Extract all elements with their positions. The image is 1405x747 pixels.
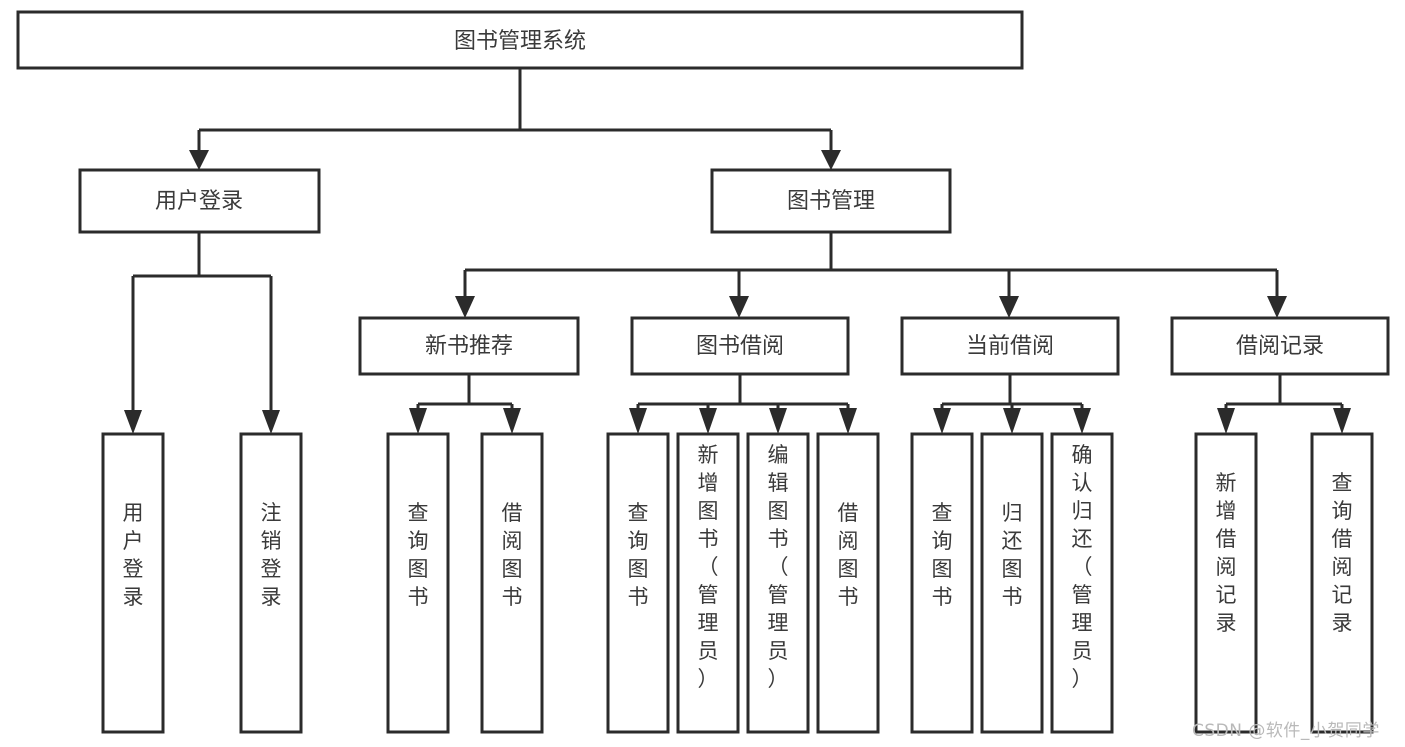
arrowhead-book-manage: [821, 150, 841, 170]
node-leaf-rec-borrow-box[interactable]: [480, 432, 544, 734]
connector-group-book-manage: [455, 232, 1287, 318]
node-leaf-borrow-query[interactable]: 查询图书: [606, 432, 670, 734]
node-leaf-cur-query-label: 查询图书: [932, 501, 953, 609]
connector-group-book-borrow: [629, 374, 857, 434]
node-leaf-rec-search-label: 查询借阅记录: [1332, 471, 1353, 635]
node-leaf-borrow-lend-label: 借阅图书: [838, 501, 859, 609]
node-leaf-borrow-edit-box[interactable]: [746, 432, 810, 734]
connector-group-new-book-rec: [409, 374, 521, 434]
node-leaf-cur-confirm-box[interactable]: [1050, 432, 1114, 734]
node-leaf-borrow-edit[interactable]: 编辑图书（管理员）: [746, 432, 810, 734]
node-leaf-borrow-lend-box[interactable]: [816, 432, 880, 734]
arrowhead-leaf-borrow-add: [699, 408, 717, 434]
node-leaf-rec-query[interactable]: 查询图书: [386, 432, 450, 734]
node-borrow-record[interactable]: 借阅记录: [1170, 316, 1390, 376]
node-leaf-user-logout-box[interactable]: [239, 432, 303, 734]
node-leaf-rec-query-label: 查询图书: [408, 501, 429, 609]
arrowhead-leaf-user-login: [124, 410, 142, 434]
node-leaf-cur-return-label: 归还图书: [1002, 501, 1023, 609]
arrowhead-leaf-borrow-lend: [839, 408, 857, 434]
arrowhead-leaf-rec-borrow: [503, 408, 521, 434]
node-leaf-rec-add-label: 新增借阅记录: [1216, 471, 1237, 635]
node-book-borrow-box[interactable]: [630, 316, 850, 376]
node-book-borrow[interactable]: 图书借阅: [630, 316, 850, 376]
node-leaf-cur-query[interactable]: 查询图书: [910, 432, 974, 734]
node-leaf-rec-borrow-label: 借阅图书: [502, 501, 523, 609]
arrowhead-leaf-borrow-edit: [769, 408, 787, 434]
arrowhead-leaf-rec-query: [409, 408, 427, 434]
connector-group-borrow-record: [1217, 374, 1351, 434]
node-user-login-label: 用户登录: [155, 189, 243, 214]
node-leaf-user-login-label: 用户登录: [123, 501, 144, 609]
node-leaf-rec-add[interactable]: 新增借阅记录: [1194, 432, 1258, 734]
node-leaf-user-login[interactable]: 用户登录: [101, 432, 165, 734]
node-leaf-user-logout-label: 注销登录: [261, 501, 282, 609]
arrowhead-borrow-record: [1267, 296, 1287, 318]
node-leaf-borrow-edit-label: 编辑图书（管理员）: [768, 443, 789, 691]
node-new-book-rec-label: 新书推荐: [425, 334, 513, 359]
arrowhead-current-borrow: [999, 296, 1019, 318]
node-current-borrow[interactable]: 当前借阅: [900, 316, 1120, 376]
node-leaf-cur-query-box[interactable]: [910, 432, 974, 734]
arrowhead-leaf-rec-search: [1333, 408, 1351, 434]
node-borrow-record-label: 借阅记录: [1236, 334, 1324, 359]
arrowhead-leaf-user-logout: [262, 410, 280, 434]
node-book-manage-label: 图书管理: [787, 189, 875, 214]
node-leaf-cur-confirm[interactable]: 确认归还（管理员）: [1050, 432, 1114, 734]
node-leaf-borrow-query-label: 查询图书: [628, 501, 649, 609]
node-root-label: 图书管理系统: [454, 29, 586, 54]
node-borrow-record-box[interactable]: [1170, 316, 1390, 376]
csdn-watermark: CSDN @软件_小贺同学: [1192, 721, 1380, 741]
node-leaf-rec-query-box[interactable]: [386, 432, 450, 734]
node-root[interactable]: 图书管理系统: [16, 10, 1024, 70]
arrowhead-book-borrow: [729, 296, 749, 318]
node-root-box[interactable]: [16, 10, 1024, 70]
node-leaf-borrow-lend[interactable]: 借阅图书: [816, 432, 880, 734]
arrowhead-user-login: [189, 150, 209, 170]
arrowhead-leaf-cur-return: [1003, 408, 1021, 434]
node-leaf-borrow-query-box[interactable]: [606, 432, 670, 734]
arrowhead-new-book-rec: [455, 296, 475, 318]
node-user-login-box[interactable]: [78, 168, 321, 234]
node-leaf-user-login-box[interactable]: [101, 432, 165, 734]
node-new-book-rec-box[interactable]: [358, 316, 580, 376]
connector-group-current-borrow: [933, 374, 1091, 434]
node-current-borrow-box[interactable]: [900, 316, 1120, 376]
arrowhead-leaf-cur-query: [933, 408, 951, 434]
node-leaf-cur-confirm-label: 确认归还（管理员）: [1072, 443, 1093, 691]
node-leaf-rec-add-box[interactable]: [1194, 432, 1258, 734]
arrowhead-leaf-rec-add: [1217, 408, 1235, 434]
node-user-login[interactable]: 用户登录: [78, 168, 321, 234]
node-book-manage-box[interactable]: [710, 168, 952, 234]
connector-group-root: [189, 68, 841, 170]
node-leaf-rec-search-box[interactable]: [1310, 432, 1374, 734]
arrowhead-leaf-borrow-query: [629, 408, 647, 434]
node-leaf-rec-search[interactable]: 查询借阅记录: [1310, 432, 1374, 734]
node-leaf-cur-return[interactable]: 归还图书: [980, 432, 1044, 734]
node-leaf-user-logout[interactable]: 注销登录: [239, 432, 303, 734]
node-new-book-rec[interactable]: 新书推荐: [358, 316, 580, 376]
node-leaf-rec-borrow[interactable]: 借阅图书: [480, 432, 544, 734]
connector-group-user-login: [124, 232, 280, 434]
node-leaf-borrow-add-box[interactable]: [676, 432, 740, 734]
node-current-borrow-label: 当前借阅: [966, 334, 1054, 359]
arrowhead-leaf-cur-confirm: [1073, 408, 1091, 434]
node-leaf-borrow-add[interactable]: 新增图书（管理员）: [676, 432, 740, 734]
node-book-manage[interactable]: 图书管理: [710, 168, 952, 234]
node-leaf-cur-return-box[interactable]: [980, 432, 1044, 734]
node-book-borrow-label: 图书借阅: [696, 334, 784, 359]
node-leaf-borrow-add-label: 新增图书（管理员）: [698, 443, 719, 691]
